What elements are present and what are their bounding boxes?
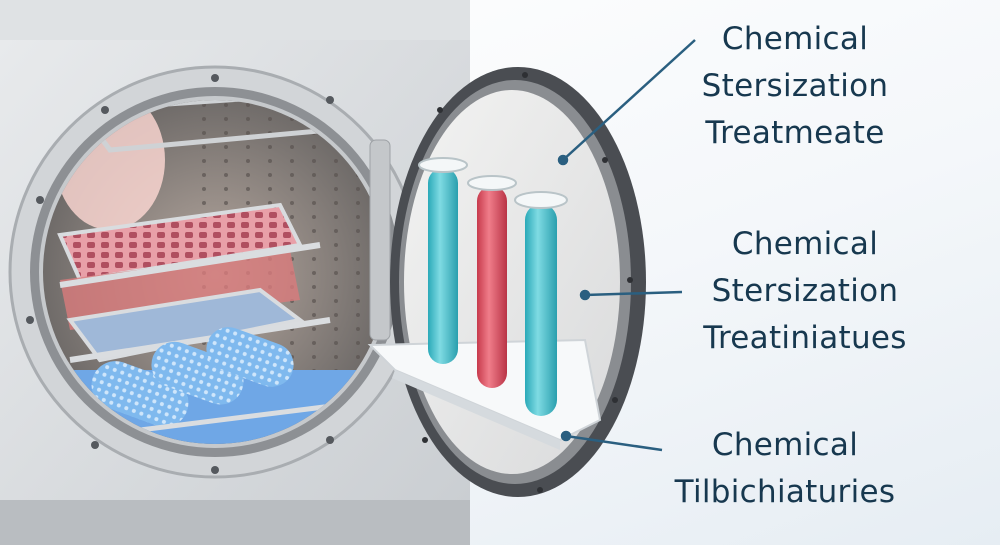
callout-label-3: Chemical Tilbichiaturies (650, 422, 920, 516)
leader-dot-2 (579, 289, 591, 301)
leader-dot-1 (557, 154, 569, 166)
leader-dot-3 (560, 430, 572, 442)
test-tube-red (467, 175, 517, 388)
leader-line-2 (584, 290, 683, 297)
door-hinge (369, 139, 391, 341)
callout-label-3-line-2: Tilbichiaturies (674, 474, 896, 510)
callout-label-1-line-2: Stersization (701, 68, 889, 104)
leader-line-1 (562, 39, 696, 161)
test-tube-cyan-1 (418, 157, 468, 364)
callout-label-1-line-1: Chemical (721, 21, 869, 57)
callout-label-2-line-3: Treatiniatues (703, 320, 907, 356)
callout-label-2-line-2: Stersization (711, 273, 899, 309)
callout-label-3-line-1: Chemical (711, 427, 859, 463)
callout-label-1-line-3: Treatmeate (705, 115, 885, 151)
callout-label-2: Chemical Stersization Treatiniatues (670, 221, 940, 362)
callout-label-1: Chemical Stersization Treatmeate (660, 16, 930, 157)
test-tube-cyan-2 (514, 191, 568, 416)
callout-label-2-line-1: Chemical (731, 226, 879, 262)
leader-lines (557, 39, 696, 452)
leader-line-3 (565, 434, 663, 452)
mesh-cylinders (91, 327, 294, 427)
